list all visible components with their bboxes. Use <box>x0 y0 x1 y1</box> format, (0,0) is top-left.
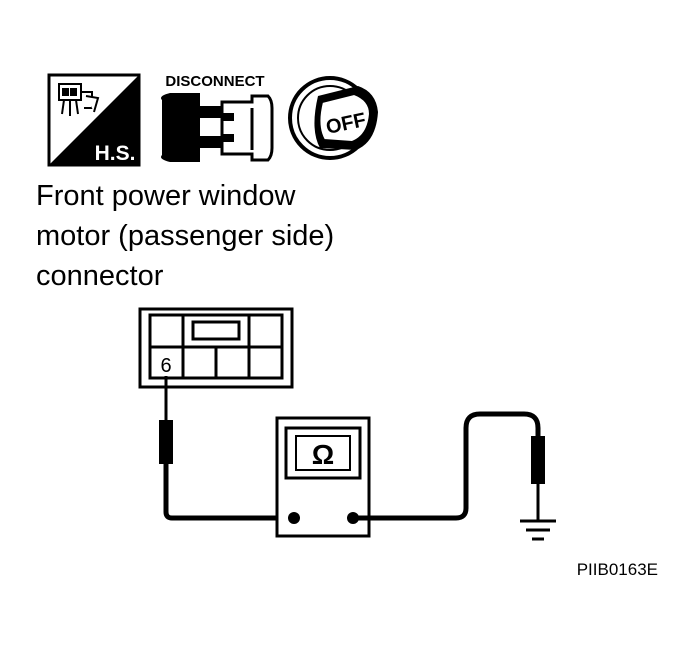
connector-face: 6 <box>138 307 294 389</box>
meter-terminal-left <box>288 512 300 524</box>
ground-icon <box>520 519 556 541</box>
connector-wires-icon <box>58 83 100 116</box>
disconnect-icon: DISCONNECT <box>161 73 274 162</box>
ohm-symbol: Ω <box>312 439 334 470</box>
ignition-key-icon: OFF <box>288 76 378 160</box>
caption-line-2: motor (passenger side) <box>36 220 335 252</box>
connector-caption: Front power window motor (passenger side… <box>36 176 334 296</box>
harness-side-label: H.S. <box>95 142 136 165</box>
terminal-number: 6 <box>160 355 171 377</box>
caption-line-1: Front power window <box>36 180 296 212</box>
disconnect-label: DISCONNECT <box>165 73 264 90</box>
probe-lead-ground <box>353 411 545 521</box>
figure-code: PIIB0163E <box>576 560 658 579</box>
harness-side-icon: H.S. <box>47 73 141 167</box>
probe-lead-connector <box>159 376 294 521</box>
caption-line-3: connector <box>36 260 164 292</box>
